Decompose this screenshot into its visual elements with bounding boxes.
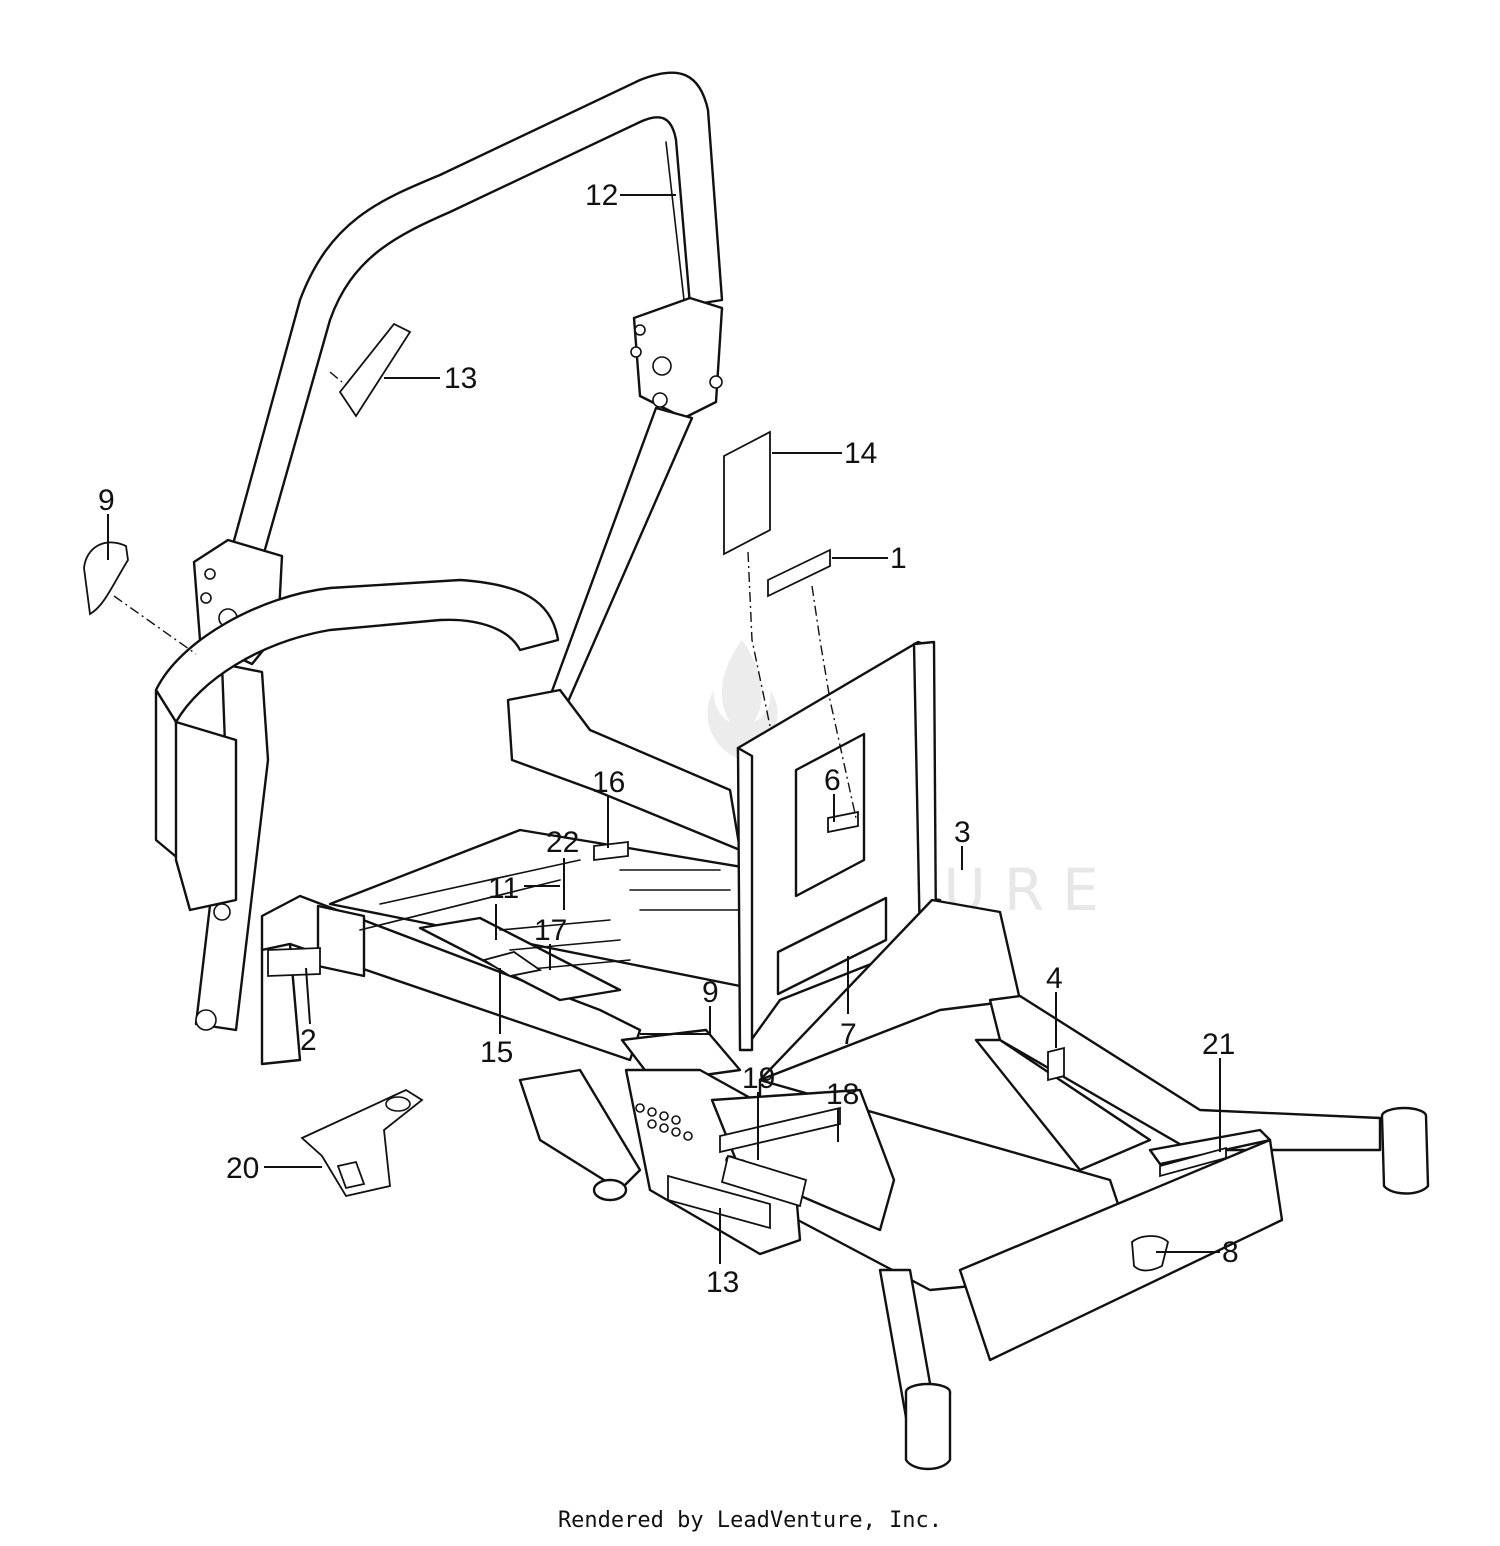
rollbar-right-pivot-bracket xyxy=(632,296,724,420)
upper-cross-member xyxy=(506,688,742,852)
callout-18: 18 xyxy=(826,1078,859,1111)
right-frame-block xyxy=(758,898,1022,1082)
callout-12: 12 xyxy=(585,179,618,212)
callout-9: 9 xyxy=(702,976,719,1009)
callout-2: 2 xyxy=(300,1024,317,1057)
callout-8: 8 xyxy=(1222,1236,1239,1269)
pivot-hole xyxy=(204,568,216,580)
seat-bracket xyxy=(736,640,1022,1082)
pivot-pin xyxy=(652,356,672,376)
dash-leader-1 xyxy=(811,585,857,819)
rollbar-upper-hoop xyxy=(230,71,724,562)
seat-panel-left-post xyxy=(736,746,754,1052)
bracket-20-slot xyxy=(336,1160,366,1190)
leader-9b xyxy=(640,1006,711,1035)
left-foot-bracket xyxy=(316,904,366,978)
front-floor-pan xyxy=(974,1038,1152,1172)
render-credit-footer: Rendered by LeadVenture, Inc. xyxy=(557,1508,943,1533)
tube-end xyxy=(592,1178,628,1202)
callout-15: 15 xyxy=(480,1036,513,1069)
callout-6: 6 xyxy=(824,764,841,797)
rear-fender-frame xyxy=(154,578,560,724)
pivot-knob xyxy=(709,375,723,389)
pivot-hole xyxy=(630,346,642,358)
lower-left-bracket xyxy=(518,1068,642,1192)
dash-leader-9 xyxy=(113,595,197,655)
callout-16: 16 xyxy=(592,766,625,799)
decal-13-rollbar xyxy=(338,322,412,418)
leg-bolt xyxy=(213,903,231,921)
callout-22: 22 xyxy=(546,826,579,859)
right-front-rail xyxy=(988,994,1382,1152)
decal-1 xyxy=(767,548,831,598)
decal-9-rear xyxy=(83,541,129,616)
rear-fender-panel xyxy=(174,720,238,912)
left-caster-mount xyxy=(904,1390,952,1471)
callout-17: 17 xyxy=(534,914,567,947)
bumper-top-edge xyxy=(1148,1128,1272,1166)
decals xyxy=(83,322,1227,1272)
pivot-hole xyxy=(200,592,212,604)
deck-ribs xyxy=(359,859,581,931)
pivot-bolt xyxy=(652,392,668,408)
decal-4 xyxy=(1047,1046,1065,1082)
callout-9: 9 xyxy=(98,484,115,517)
rollbar-inner-edge xyxy=(665,141,685,301)
callout-leaders xyxy=(107,194,1221,1264)
decal-21 xyxy=(1159,1146,1227,1178)
callout-3: 3 xyxy=(954,816,971,849)
dash-leaders xyxy=(113,371,857,819)
callout-11: 11 xyxy=(488,872,519,905)
callout-13: 13 xyxy=(706,1266,739,1299)
seat-panel-decal-area xyxy=(776,896,888,996)
callout-14: 14 xyxy=(844,437,877,470)
front-frame xyxy=(758,994,1430,1471)
callout-19: 19 xyxy=(742,1062,775,1095)
decal-19 xyxy=(720,1154,808,1208)
right-caster-mount xyxy=(1380,1114,1430,1195)
decal-15 xyxy=(481,951,543,977)
bracket-20 xyxy=(300,1088,424,1198)
callout-13: 13 xyxy=(444,362,477,395)
flame-logo-icon xyxy=(707,640,778,760)
callout-21: 21 xyxy=(1202,1028,1235,1061)
callout-20: 20 xyxy=(226,1152,259,1185)
callout-labels: 12 13 14 1 9 16 6 3 22 11 17 9 7 4 21 2 … xyxy=(98,179,1239,1299)
decal-13-front xyxy=(667,1174,771,1230)
seat-panel-window xyxy=(794,732,866,898)
callout-4: 4 xyxy=(1046,962,1063,995)
rollbar-right-lower-leg xyxy=(546,406,694,722)
callout-7: 7 xyxy=(840,1018,857,1051)
exploded-parts-diagram: LEADVENTURE xyxy=(83,71,1430,1471)
decal-16 xyxy=(593,840,629,862)
callout-1: 1 xyxy=(890,542,907,575)
leg-base-bolt xyxy=(195,1009,217,1031)
leader-2 xyxy=(305,967,311,1025)
dash-leader-14 xyxy=(747,551,771,727)
decal-18 xyxy=(719,1106,841,1154)
decal-2 xyxy=(267,947,321,977)
front-bumper-plate xyxy=(958,1138,1284,1362)
decal-14 xyxy=(723,430,771,556)
dash-leader-13 xyxy=(329,371,343,383)
deck-grooves-rear xyxy=(619,869,741,911)
decal-6 xyxy=(827,810,859,834)
bracket-20-hole xyxy=(385,1096,411,1112)
decal-8 xyxy=(1131,1235,1169,1272)
pivot-hole xyxy=(634,324,646,336)
